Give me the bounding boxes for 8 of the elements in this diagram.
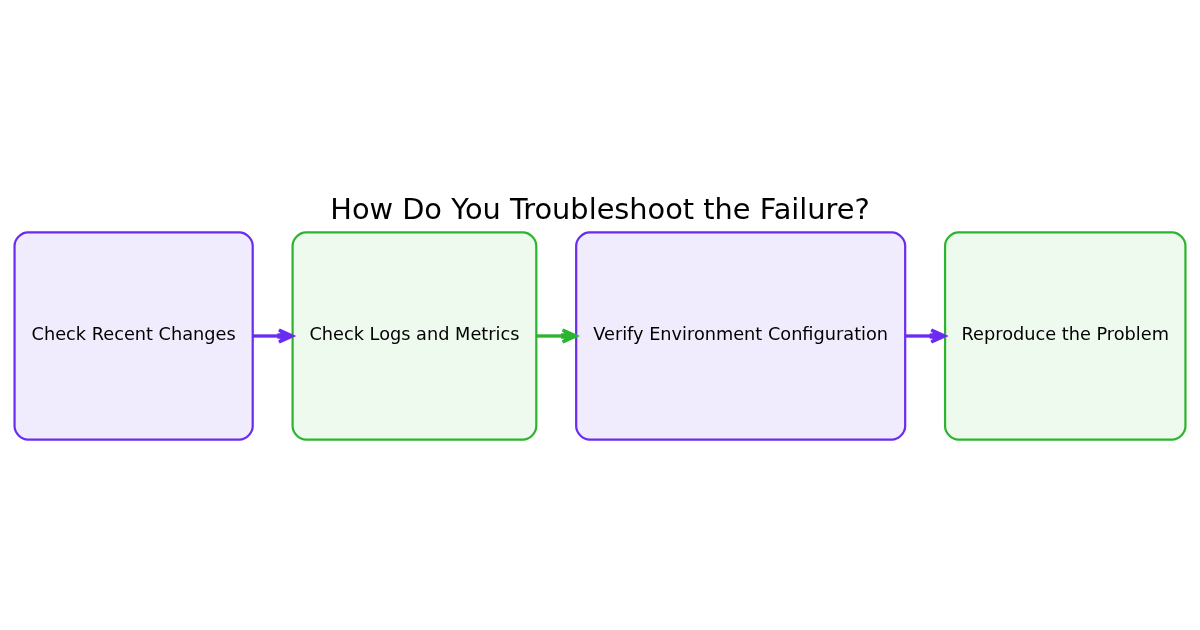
arrow [536,327,578,344]
node-box: Check Recent Changes [13,230,254,441]
arrow [252,327,294,344]
arrow [905,327,947,344]
node-box: Reproduce the Problem [943,230,1187,441]
diagram-title: How Do You Troubleshoot the Failure? [330,191,870,226]
node-box: Check Logs and Metrics [291,230,538,441]
node-box: Verify Environment Configuration [575,230,907,441]
